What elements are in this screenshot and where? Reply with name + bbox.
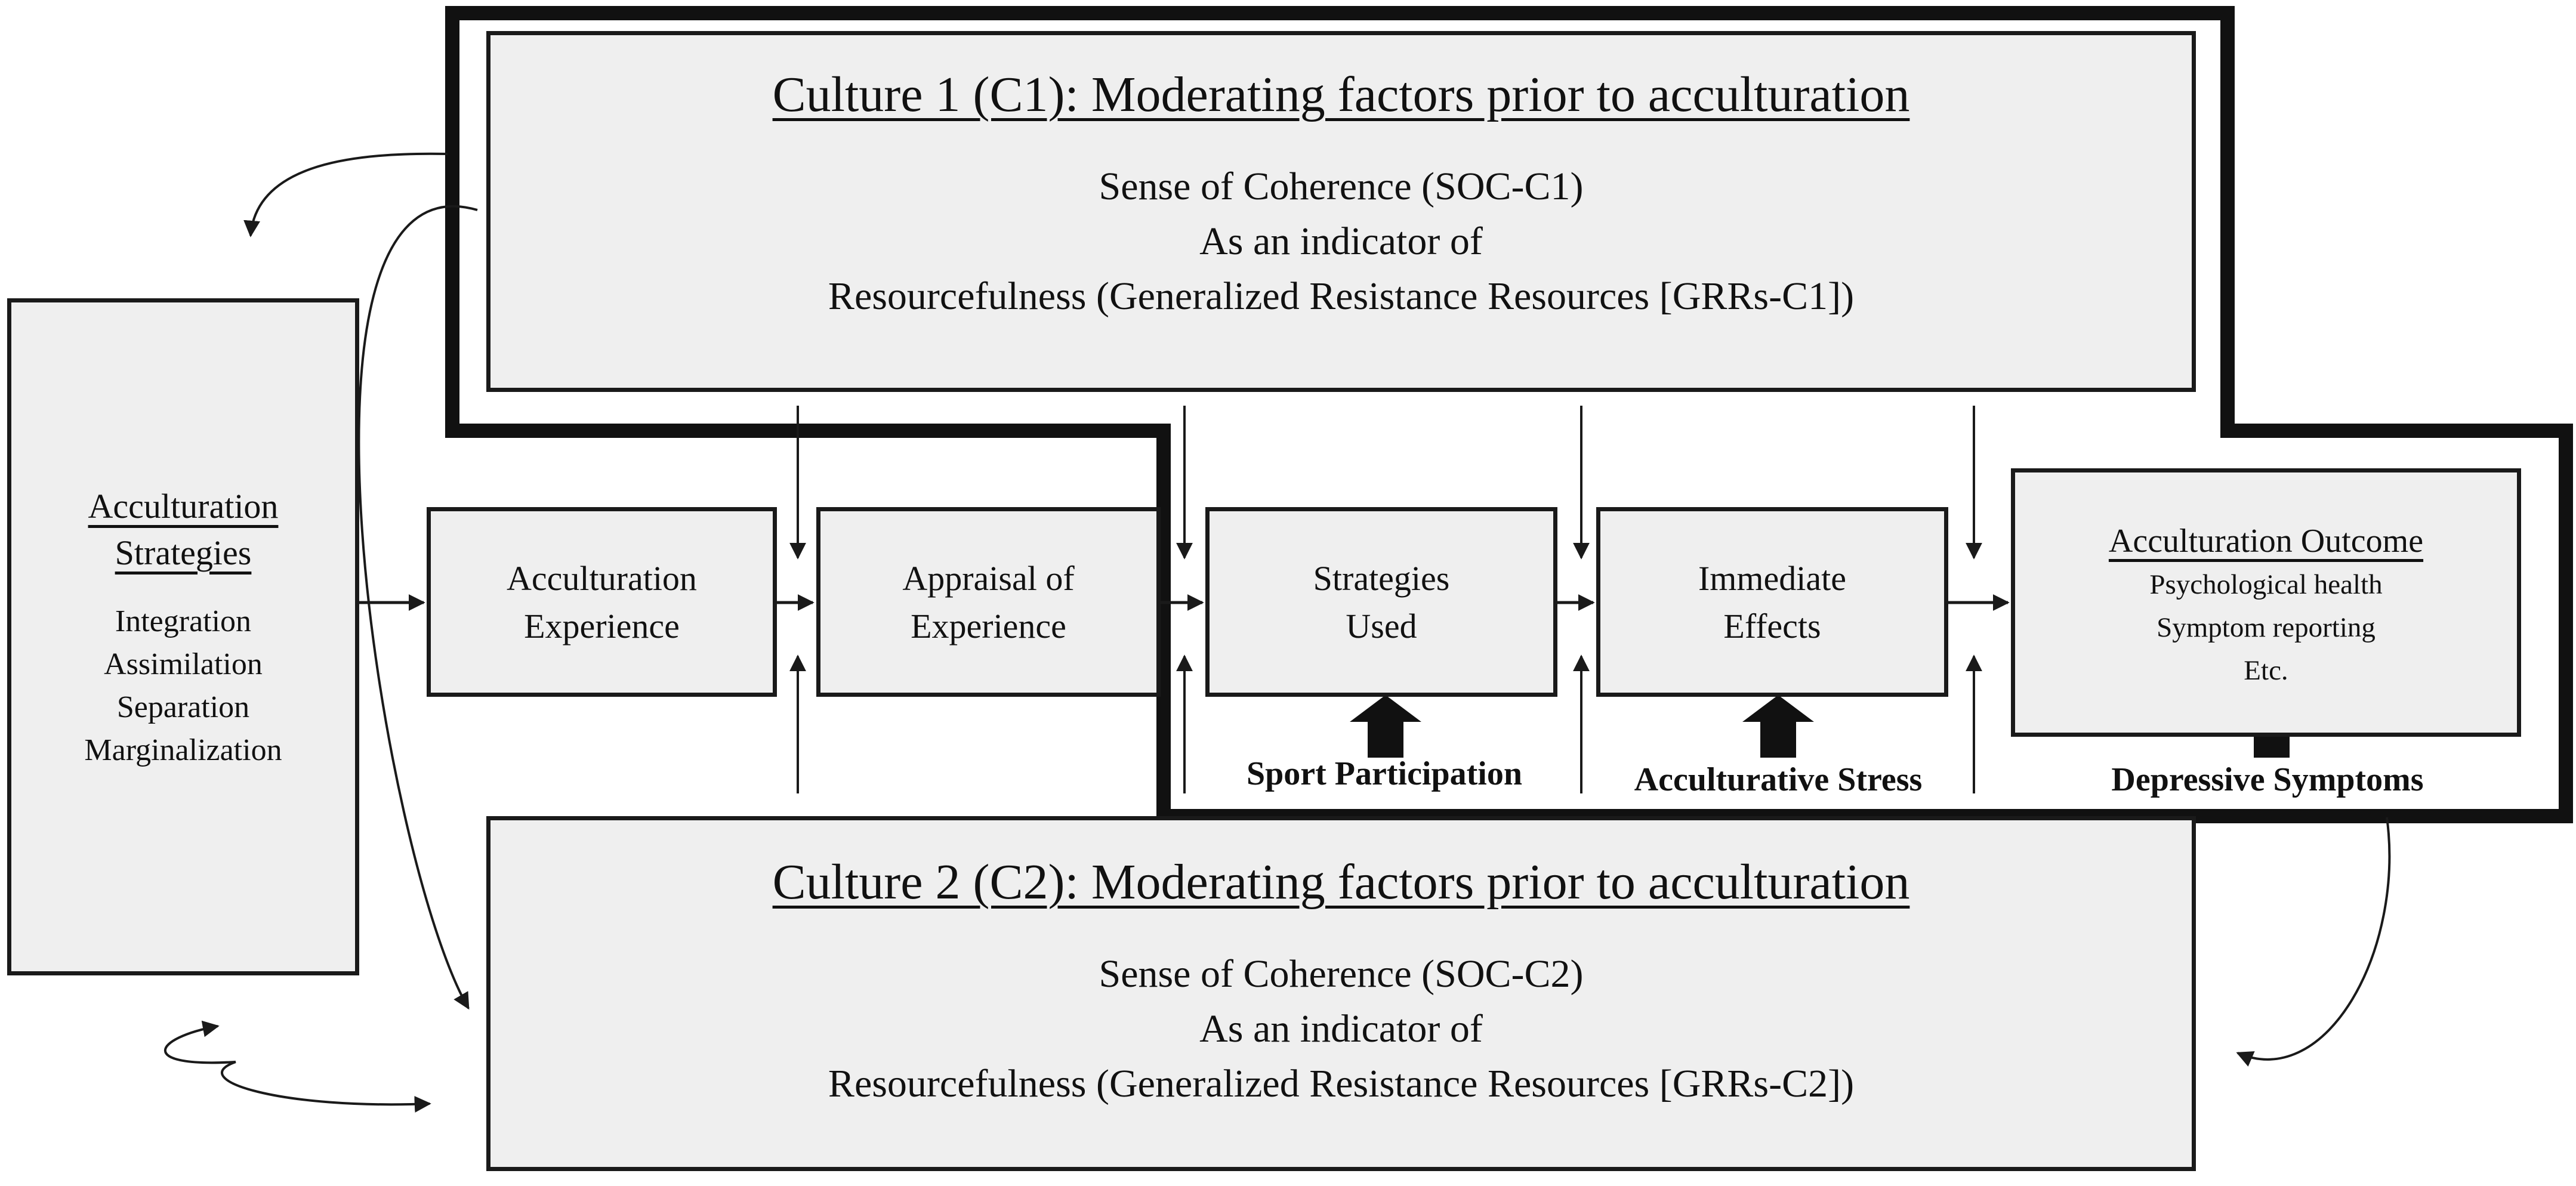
process-text-strategies-used: Strategies Used: [1205, 555, 1557, 650]
culture2-title: Culture 2 (C2): Moderating factors prior…: [772, 854, 1910, 910]
strategies-used-line-2: Used: [1346, 607, 1417, 645]
outcome-title: Acculturation Outcome: [2108, 523, 2424, 560]
culture2-line-1: Sense of Coherence (SOC-C2): [1099, 952, 1584, 996]
strategy-marginalization: Marginalization: [84, 733, 282, 767]
curve-depressive-to-c2: [2236, 817, 2391, 1067]
highlight-outline: [445, 6, 2573, 823]
appraisal-line-2: Experience: [911, 607, 1066, 645]
process-box-appraisal: [816, 507, 1161, 697]
process-text-experience: Acculturation Experience: [427, 555, 777, 650]
label-sport-participation: Sport Participation: [1247, 755, 1522, 792]
immediate-effects-line-1: Immediate: [1698, 559, 1846, 598]
strategies-box: [7, 298, 359, 975]
culture1-text: Culture 1 (C1): Moderating factors prior…: [486, 66, 2196, 324]
experience-line-2: Experience: [524, 607, 680, 645]
strategy-integration: Integration: [115, 604, 252, 638]
outcome-line-2: Symptom reporting: [2157, 612, 2376, 643]
culture2-text: Culture 2 (C2): Moderating factors prior…: [486, 853, 2196, 1111]
strategies-used-line-1: Strategies: [1313, 559, 1450, 598]
appraisal-line-1: Appraisal of: [902, 559, 1075, 598]
outcome-line-1: Psychological health: [2149, 569, 2383, 600]
outcome-box: [2011, 468, 2521, 737]
label-depressive-symptoms: Depressive Symptoms: [2111, 761, 2424, 798]
outcome-line-3: Etc.: [2244, 655, 2288, 686]
curve-c1-to-left: [243, 152, 448, 237]
curve-c1-to-c2: [357, 205, 478, 1010]
outcome-text: Acculturation Outcome Psychological heal…: [2011, 519, 2521, 692]
curve-loop-left-bottom: [221, 1061, 431, 1113]
culture1-line-1: Sense of Coherence (SOC-C1): [1099, 165, 1584, 208]
experience-line-1: Acculturation: [507, 559, 697, 598]
strategy-separation: Separation: [116, 690, 250, 724]
culture1-box: [486, 31, 2196, 392]
process-text-immediate-effects: Immediate Effects: [1596, 555, 1948, 650]
label-acculturative-stress: Acculturative Stress: [1634, 761, 1923, 798]
up-arrow-sport-icon: [1350, 695, 1421, 758]
strategy-assimilation: Assimilation: [104, 647, 263, 681]
culture2-line-2: As an indicator of: [1199, 1007, 1483, 1051]
culture1-line-2: As an indicator of: [1199, 220, 1483, 263]
curve-loop-left-top: [164, 1020, 236, 1064]
immediate-effects-line-2: Effects: [1723, 607, 1821, 645]
up-arrow-stress-icon: [1742, 695, 1814, 758]
culture1-title: Culture 1 (C1): Moderating factors prior…: [772, 67, 1910, 122]
process-box-experience: [427, 507, 777, 697]
culture2-box: [486, 816, 2196, 1171]
strategies-title-line-1: Acculturation: [88, 487, 279, 526]
culture1-line-3: Resourcefulness (Generalized Resistance …: [828, 274, 1855, 318]
culture2-line-3: Resourcefulness (Generalized Resistance …: [828, 1062, 1855, 1105]
process-box-strategies-used: [1205, 507, 1557, 697]
strategies-title-line-2: Strategies: [115, 533, 252, 572]
process-box-immediate-effects: [1596, 507, 1948, 697]
process-text-appraisal: Appraisal of Experience: [816, 555, 1161, 650]
strategies-text: Acculturation Strategies Integration Ass…: [7, 483, 359, 772]
